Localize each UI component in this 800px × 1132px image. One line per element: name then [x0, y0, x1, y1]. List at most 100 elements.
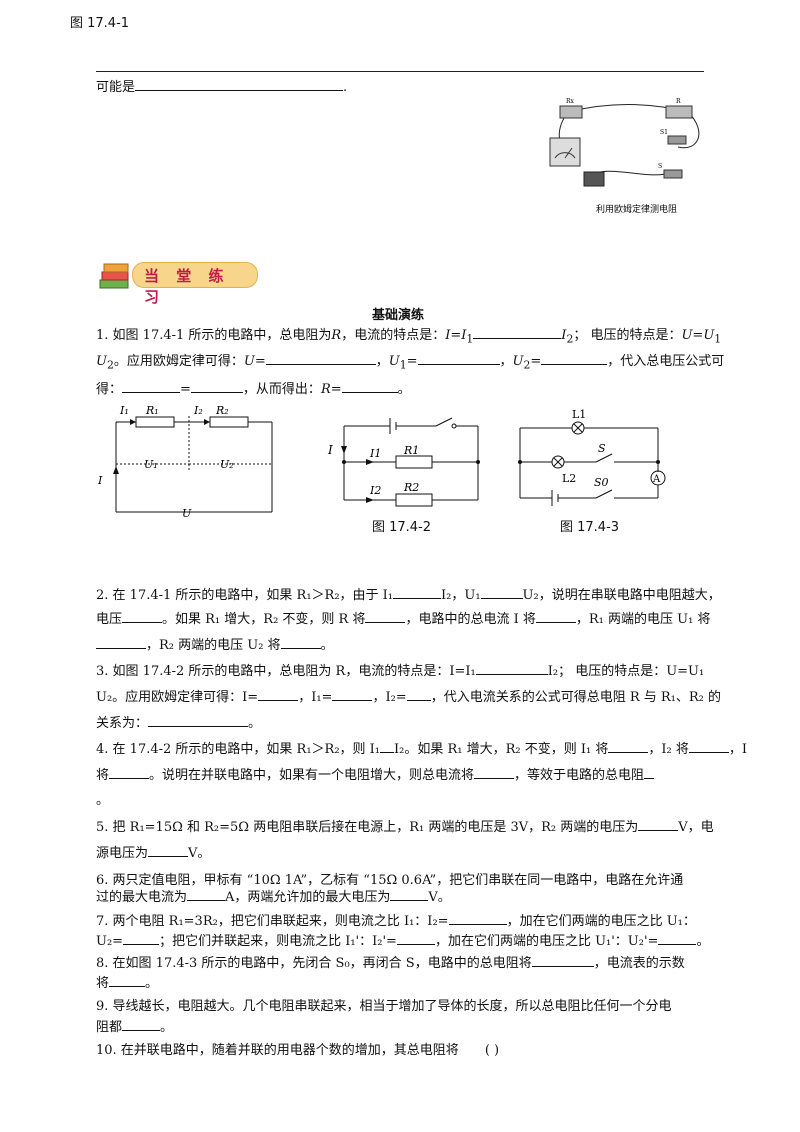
blank[interactable]	[448, 912, 507, 925]
section-title: 基础演练	[372, 308, 425, 323]
blank[interactable]	[535, 610, 576, 623]
experiment-photo: Rx R S1 S 利用欧姆定律测电阻	[548, 92, 708, 216]
question-2-line-3: ，R₂ 两端的电压 U₂ 将。	[96, 636, 334, 655]
blank[interactable]	[541, 352, 608, 365]
figure-17-4-3-caption: 图 17.4-3	[560, 520, 620, 535]
blank[interactable]	[608, 740, 649, 753]
question-8-line-1: 8. 在如图 17.4-3 所示的电路中，先闭合 S₀，再闭合 S，电路中的总电…	[96, 954, 685, 971]
blank[interactable]	[96, 636, 146, 649]
blank[interactable]	[393, 586, 442, 599]
question-10-line-1: 10. 在并联电路中，随着并联的用电器个数的增加，其总电阻将( )	[96, 1043, 500, 1058]
blank[interactable]	[122, 380, 181, 393]
blank[interactable]	[380, 740, 395, 753]
figure-17-4-3-circuit: L1 S L2 S0 A	[518, 408, 666, 506]
blank[interactable]	[474, 766, 515, 779]
fig1-label-u1: U₁	[144, 458, 158, 471]
rheostat-r-icon	[665, 105, 693, 119]
fig2-label-i1: I1	[369, 447, 381, 460]
blank[interactable]	[123, 932, 160, 945]
photo-label-s: S	[658, 163, 662, 170]
fig3-label-s: S	[598, 442, 606, 455]
blank[interactable]	[688, 740, 729, 753]
blank[interactable]	[396, 932, 435, 945]
fig3-label-l2: L2	[562, 472, 576, 485]
answer-line: 可能是.	[96, 78, 348, 95]
blank[interactable]	[135, 78, 344, 91]
question-1-line-3: 得：=，从而得出：R=。	[96, 380, 411, 397]
blank[interactable]	[406, 688, 431, 701]
blank[interactable]	[638, 818, 679, 831]
blank[interactable]	[417, 352, 500, 365]
fig2-label-i: I	[327, 443, 333, 457]
question-7-line-1: 7. 两个电阻 R₁=3R₂，把它们串联起来，则电流之比 I₁：I₂=，加在它们…	[96, 912, 696, 929]
figure-17-4-1-circuit: I₁ R₁ I₂ R₂ U₁ U₂ I U	[97, 404, 273, 520]
blank[interactable]	[365, 610, 406, 623]
question-4-line-3: 。	[96, 793, 110, 808]
blank[interactable]	[109, 766, 150, 779]
blank[interactable]	[644, 766, 655, 779]
figure-label: 图 17.4-1	[70, 16, 130, 31]
photo-label-r: R	[676, 98, 681, 105]
battery-icon	[583, 171, 605, 187]
blank[interactable]	[658, 932, 697, 945]
practice-banner: 当 堂 练 习	[96, 258, 260, 306]
fig1-label-i: I	[97, 474, 103, 487]
rheostat-rx-icon	[559, 105, 583, 119]
answer-parentheses[interactable]: ( )	[484, 1043, 500, 1058]
horizontal-rule	[96, 71, 704, 72]
figure-17-4-2-caption: 图 17.4-2	[372, 520, 432, 535]
blank[interactable]	[265, 352, 376, 365]
fig3-label-l1: L1	[572, 408, 586, 421]
question-4-line-2: 将。说明在并联电路中，如果有一个电阻增大，则总电流将，等效于电路的总电阻	[96, 766, 655, 785]
question-2-line-2: 电压。如果 R₁ 增大，R₂ 不变，则 R 将，电路中的总电流 I 将，R₁ 两…	[96, 610, 711, 627]
fig1-label-i1: I₁	[119, 404, 129, 417]
blank[interactable]	[258, 688, 299, 701]
question-3-line-3: 关系为：。	[96, 714, 262, 731]
blank[interactable]	[390, 888, 429, 901]
question-1-line-2: U2。应用欧姆定律可得：U=，U1=，U2=，代入总电压公式可	[96, 352, 725, 372]
question-7-line-2: U₂=；把它们并联起来，则电流之比 I₁'：I₂'=，加在它们两端的电压之比 U…	[96, 932, 710, 949]
figure-17-4-2-circuit: I I1 R1 I2 R2	[327, 417, 480, 507]
blank[interactable]	[475, 662, 548, 675]
fig1-label-r2: R₂	[215, 404, 229, 417]
books-icon	[99, 263, 129, 289]
blank[interactable]	[148, 844, 189, 857]
blank[interactable]	[473, 326, 562, 339]
meter-icon	[549, 137, 581, 167]
question-6-line-1: 6. 两只定值电阻，甲标有 “10Ω 1A”，乙标有 “15Ω 0.6A”，把它…	[96, 873, 684, 888]
blank[interactable]	[341, 380, 398, 393]
blank[interactable]	[122, 1018, 161, 1031]
blank[interactable]	[480, 586, 523, 599]
blank[interactable]	[332, 688, 373, 701]
fig2-label-i2: I2	[369, 484, 381, 497]
question-3-line-2: U₂。应用欧姆定律可得：I=，I₁=，I₂=，代入电流关系的公式可得总电阻 R …	[96, 688, 722, 705]
fig1-label-u2: U₂	[220, 458, 234, 471]
blank[interactable]	[190, 380, 243, 393]
photo-label-s1: S1	[660, 129, 668, 136]
blank[interactable]	[187, 888, 226, 901]
question-9-line-2: 阻都。	[96, 1018, 174, 1035]
question-9-line-1: 9. 导线越长，电阻越大。几个电阻串联起来，相当于增加了导体的长度，所以总电阻比…	[96, 999, 672, 1014]
blank[interactable]	[148, 714, 249, 727]
blank[interactable]	[280, 636, 321, 649]
ammeter-icon: A	[652, 474, 661, 485]
fig2-label-r2: R2	[403, 481, 419, 494]
banner-title: 当 堂 练 习	[144, 267, 230, 306]
switch-icon	[663, 169, 683, 179]
question-5-line-1: 5. 把 R₁=15Ω 和 R₂=5Ω 两电阻串联后接在电源上，R₁ 两端的电压…	[96, 818, 714, 835]
fig1-label-r1: R₁	[145, 404, 159, 417]
fig2-label-r1: R1	[403, 444, 419, 457]
blank[interactable]	[122, 610, 163, 623]
fig1-label-u: U	[182, 507, 192, 520]
photo-label-rx: Rx	[566, 98, 575, 105]
switch-icon	[667, 135, 687, 145]
blank[interactable]	[109, 974, 146, 987]
question-8-line-2: 将。	[96, 974, 159, 991]
blank[interactable]	[531, 954, 594, 967]
